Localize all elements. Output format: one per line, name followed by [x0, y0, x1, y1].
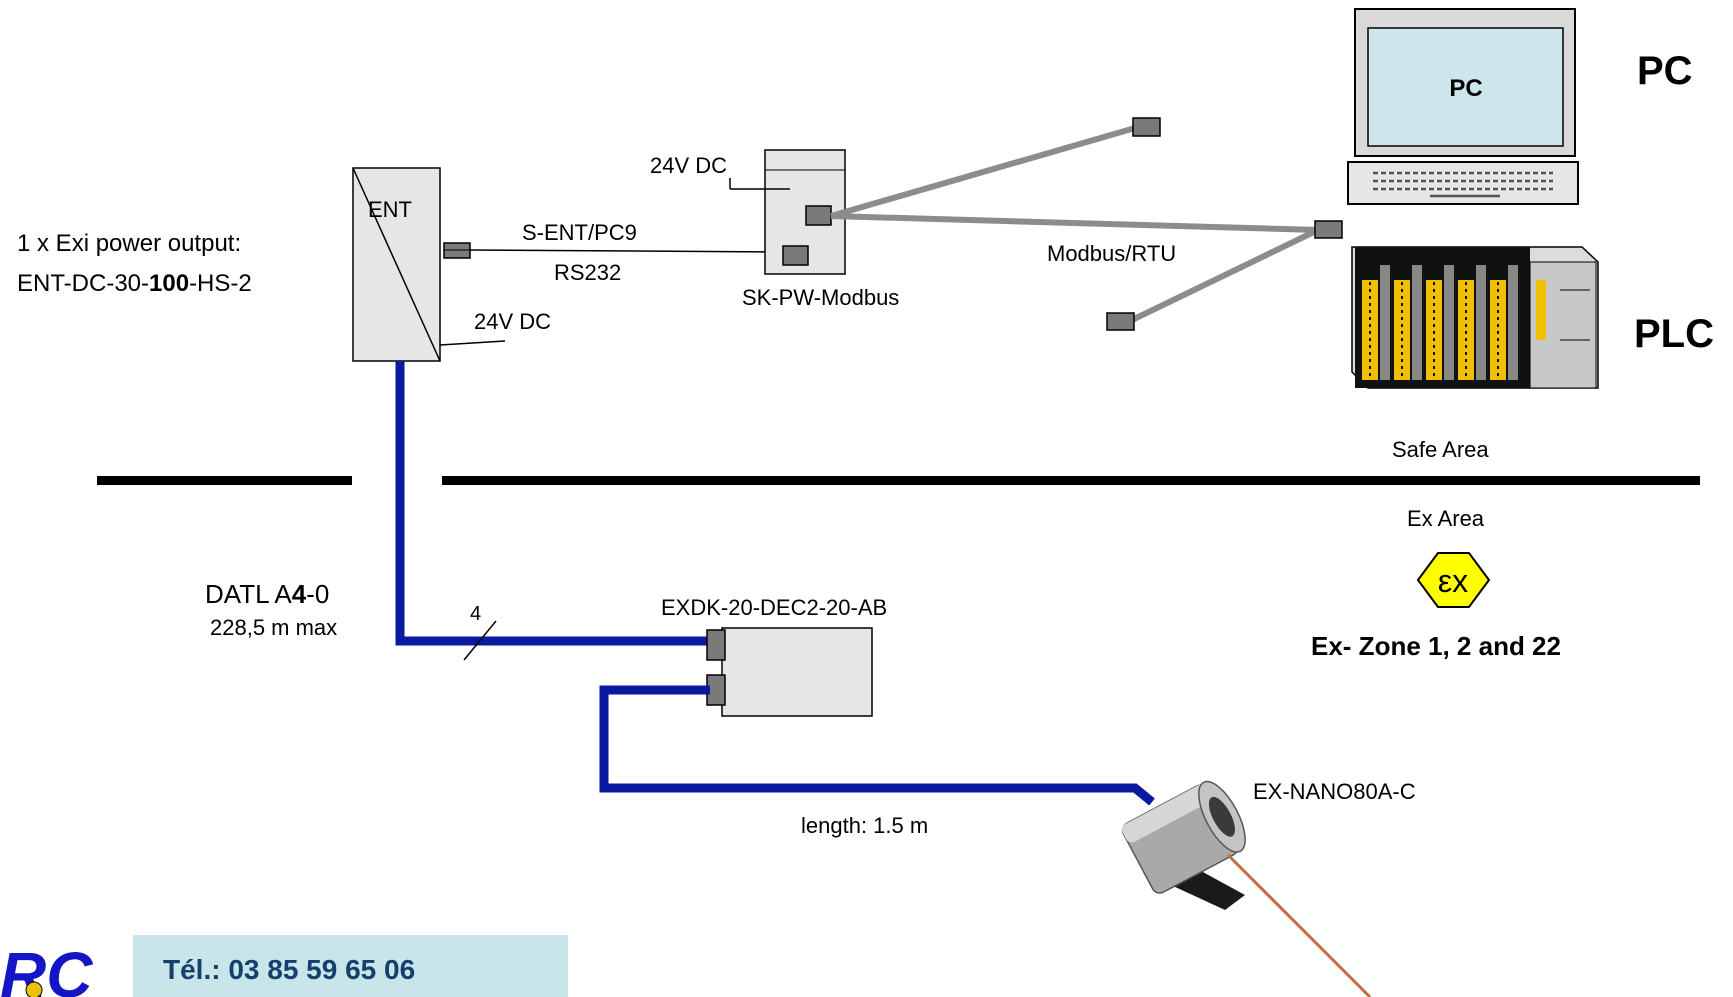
power-output-model: ENT-DC-30-100-HS-2: [17, 270, 252, 297]
ex-area-label: Ex Area: [1407, 506, 1485, 531]
plc-rack: [1351, 246, 1599, 389]
datl-max-label: 228,5 m max: [210, 615, 337, 640]
pc-workstation: PC: [1347, 8, 1579, 205]
rs232-link: S-ENT/PC9 RS232: [443, 220, 787, 285]
ex-nano-label: EX-NANO80A-C: [1253, 779, 1416, 804]
modbus-rtu-bus: Modbus/RTU: [830, 117, 1343, 331]
sk-pw-modbus-device: 24V DC SK-PW-Modbus: [650, 149, 899, 310]
pc-heading: PC: [1637, 49, 1693, 93]
svg-text:εx: εx: [1438, 563, 1468, 599]
exdk-label: EXDK-20-DEC2-20-AB: [661, 595, 887, 620]
datl-label: DATL A4-0: [205, 579, 329, 609]
datl-cable: 4: [395, 361, 710, 661]
company-logo: RC: [0, 939, 93, 997]
exdk-junction-box: EXDK-20-DEC2-20-AB: [661, 595, 887, 717]
modbus-bus-connector: [805, 205, 832, 226]
sensor-cable: length: 1.5 m: [599, 685, 1155, 838]
bus-terminal-bottom: [1106, 312, 1135, 331]
ex-hazard-icon: εx: [1416, 552, 1491, 608]
area-separator: [97, 476, 1700, 485]
phone-number: Tél.: 03 85 59 65 06: [163, 954, 415, 985]
length-label: length: 1.5 m: [801, 813, 928, 838]
plc-heading: PLC: [1634, 312, 1714, 356]
wire-count-label: 4: [470, 603, 481, 625]
ent-label: ENT: [368, 197, 412, 222]
modbus-rtu-label: Modbus/RTU: [1047, 241, 1176, 266]
ex-zone-label: Ex- Zone 1, 2 and 22: [1311, 631, 1561, 661]
pc-screen-label: PC: [1449, 75, 1482, 102]
keyboard: [1347, 161, 1579, 205]
safe-area-label: Safe Area: [1392, 437, 1489, 462]
sent-pc9-label: S-ENT/PC9: [522, 220, 637, 245]
ent-power-supply: ENT 24V DC: [352, 167, 551, 362]
exdk-input-connector: [706, 629, 726, 661]
plc-io-modules: [1362, 265, 1518, 380]
bus-terminal-top: [1132, 117, 1161, 137]
bus-terminal-plc: [1314, 220, 1343, 239]
power-output-line1: 1 x Exi power output:: [17, 230, 241, 257]
svg-text:RC: RC: [0, 939, 93, 997]
ent-24v-label: 24V DC: [474, 309, 551, 334]
sk-pw-modbus-label: SK-PW-Modbus: [742, 285, 899, 310]
modbus-24v-label: 24V DC: [650, 153, 727, 178]
keyboard-keys: [1373, 171, 1553, 191]
modbus-rs232-connector: [782, 245, 809, 266]
rs232-label: RS232: [554, 260, 621, 285]
phone-banner: Tél.: 03 85 59 65 06: [133, 935, 568, 997]
ex-nano-sensor: EX-NANO80A-C: [1121, 779, 1416, 997]
